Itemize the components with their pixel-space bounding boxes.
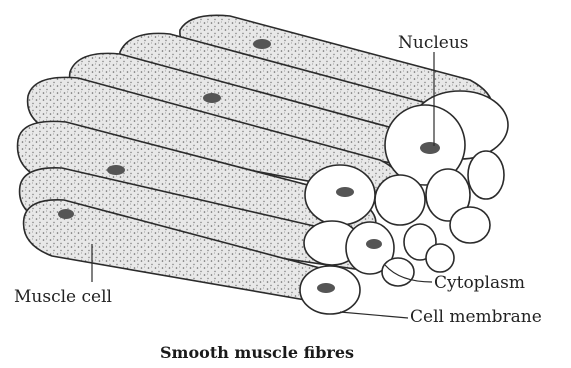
- nucleus: [336, 187, 354, 197]
- nucleus: [366, 239, 382, 249]
- cell-membrane-label: Cell membrane: [410, 307, 542, 327]
- nucleus: [317, 283, 335, 293]
- cell-end: [468, 151, 504, 199]
- cell-end: [450, 207, 490, 243]
- nucleus: [253, 39, 271, 49]
- diagram-caption: Smooth muscle fibres: [160, 343, 354, 362]
- muscle-cell-label: Muscle cell: [14, 287, 112, 307]
- nucleus: [203, 93, 221, 103]
- nucleus-label: Nucleus: [398, 33, 469, 53]
- cell-end: [382, 258, 414, 286]
- nucleus: [58, 209, 74, 219]
- cell-end: [426, 244, 454, 272]
- nucleus: [107, 165, 125, 175]
- cytoplasm-label: Cytoplasm: [434, 273, 525, 293]
- cell-membrane-leader-line: [340, 312, 408, 318]
- nucleus: [420, 142, 440, 154]
- cell-end: [375, 175, 425, 225]
